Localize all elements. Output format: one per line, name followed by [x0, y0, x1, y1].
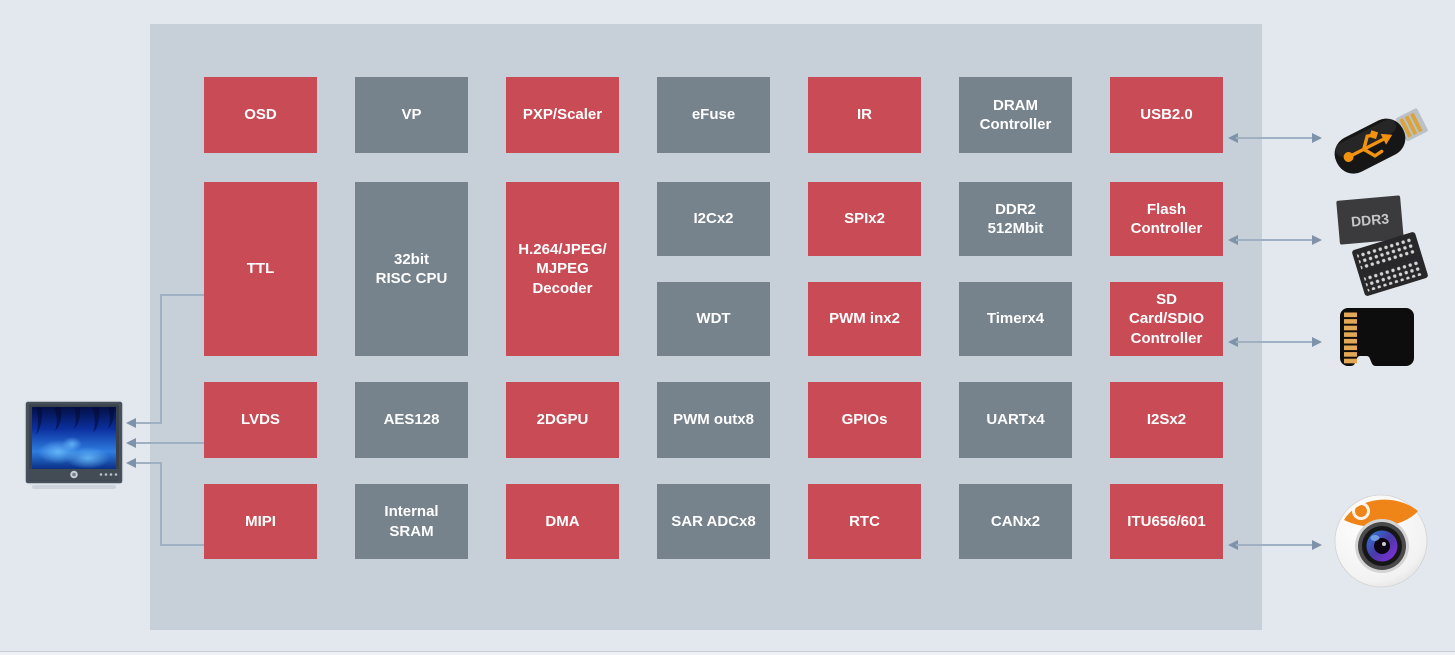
ddr3-memory-icon: DDR3	[1336, 195, 1428, 296]
arrowhead-left-icon	[1228, 540, 1238, 550]
block-gpios: GPIOs	[808, 382, 921, 458]
arrow-shaft	[1236, 341, 1314, 343]
arrowhead-left-icon	[126, 418, 136, 428]
micro-sd-card-icon	[1340, 308, 1414, 366]
camera-icon	[1334, 494, 1428, 588]
block-dram-controller: DRAM Controller	[959, 77, 1072, 153]
block-sd-sdio-controller: SD Card/SDIO Controller	[1110, 282, 1223, 356]
block-ir: IR	[808, 77, 921, 153]
block-pwm-out: PWM outx8	[657, 382, 770, 458]
arrowhead-left-icon	[1228, 337, 1238, 347]
arrow-shaft	[1236, 544, 1314, 546]
arrow-shaft	[1236, 239, 1314, 241]
block-rtc: RTC	[808, 484, 921, 559]
block-efuse: eFuse	[657, 77, 770, 153]
block-uart: UARTx4	[959, 382, 1072, 458]
sd-card-connection-arrow	[1228, 337, 1322, 347]
block-grid: OSD VP PXP/Scaler eFuse IR DRAM Controll…	[204, 77, 1223, 559]
block-spi: SPIx2	[808, 182, 921, 256]
block-pwm-in: PWM inx2	[808, 282, 921, 356]
block-flash-controller: Flash Controller	[1110, 182, 1223, 256]
block-pxp-scaler: PXP/Scaler	[506, 77, 619, 153]
block-internal-sram: Internal SRAM	[355, 484, 468, 559]
arrowhead-right-icon	[1312, 235, 1322, 245]
block-vp: VP	[355, 77, 468, 153]
block-sar-adc: SAR ADCx8	[657, 484, 770, 559]
block-osd: OSD	[204, 77, 317, 153]
arrow-shaft	[1236, 137, 1314, 139]
block-timer: Timerx4	[959, 282, 1072, 356]
page-bottom-edge	[0, 651, 1455, 655]
block-i2c: I2Cx2	[657, 182, 770, 256]
block-lvds: LVDS	[204, 382, 317, 458]
block-dma: DMA	[506, 484, 619, 559]
usb-connection-arrow	[1228, 133, 1322, 143]
camera-connection-arrow	[1228, 540, 1322, 550]
arrowhead-right-icon	[1312, 337, 1322, 347]
block-ttl: TTL	[204, 182, 317, 356]
usb-flash-drive-icon	[1334, 108, 1428, 174]
block-aes128: AES128	[355, 382, 468, 458]
ddr3-chip-label: DDR3	[1350, 210, 1390, 229]
block-ddr2: DDR2 512Mbit	[959, 182, 1072, 256]
block-can: CANx2	[959, 484, 1072, 559]
block-h264-decoder: H.264/JPEG/ MJPEG Decoder	[506, 182, 619, 356]
arrowhead-left-icon	[126, 438, 136, 448]
block-risc-cpu: 32bit RISC CPU	[355, 182, 468, 356]
arrowhead-left-icon	[1228, 235, 1238, 245]
flash-memory-connection-arrow	[1228, 235, 1322, 245]
block-mipi: MIPI	[204, 484, 317, 559]
arrowhead-right-icon	[1312, 540, 1322, 550]
block-usb2: USB2.0	[1110, 77, 1223, 153]
block-2dgpu: 2DGPU	[506, 382, 619, 458]
arrowhead-right-icon	[1312, 133, 1322, 143]
block-i2s: I2Sx2	[1110, 382, 1223, 458]
arrowhead-left-icon	[126, 458, 136, 468]
arrowhead-left-icon	[1228, 133, 1238, 143]
monitor-display-icon	[24, 400, 124, 489]
block-wdt: WDT	[657, 282, 770, 356]
block-itu656-601: ITU656/601	[1110, 484, 1223, 559]
